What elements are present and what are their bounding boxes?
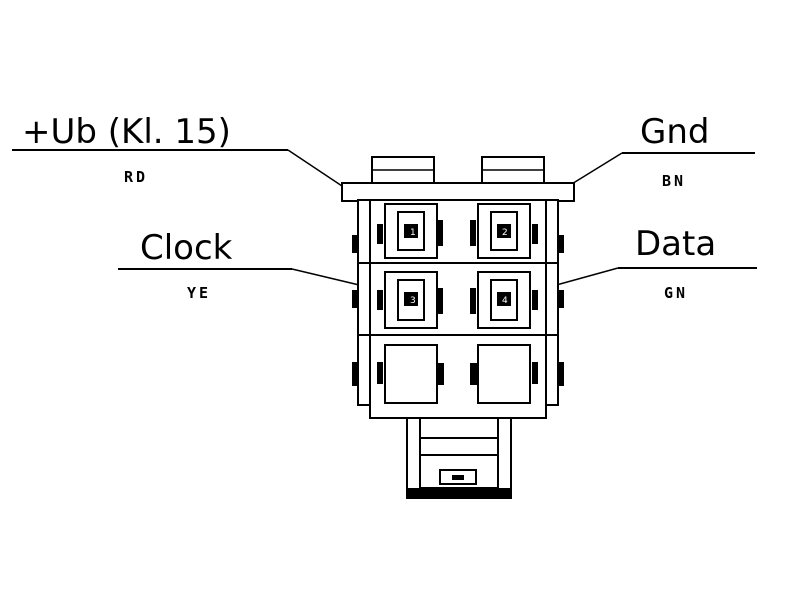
label-clock: Clock YE: [118, 228, 292, 302]
label-data: Data GN: [618, 224, 757, 302]
label-gnd-name: Gnd: [640, 112, 709, 152]
label-gnd-code: BN: [662, 172, 686, 190]
pin-cavity-2: 2: [470, 203, 538, 259]
pin-number-3: 3: [410, 296, 416, 306]
pin-cavity-5: [377, 344, 444, 404]
label-ub-name: +Ub (Kl. 15): [22, 112, 231, 152]
pin-cavity-3: 3: [377, 271, 443, 329]
label-ub: +Ub (Kl. 15) RD: [12, 112, 288, 186]
pin-cavity-6: [470, 344, 538, 404]
pin-number-2: 2: [502, 228, 508, 238]
label-gnd: Gnd BN: [622, 112, 755, 190]
label-data-code: GN: [664, 284, 688, 302]
pin-cavity-1: 1: [377, 203, 443, 259]
pin-number-4: 4: [502, 296, 508, 306]
label-ub-code: RD: [124, 168, 148, 186]
label-data-name: Data: [635, 224, 716, 264]
connector-flange: [341, 182, 575, 202]
pin-cavity-4: 4: [470, 271, 538, 329]
connector-housing: [341, 156, 575, 419]
label-clock-code: YE: [187, 284, 211, 302]
label-clock-name: Clock: [140, 228, 233, 268]
bottom-latch: [406, 417, 512, 499]
pin-number-1: 1: [410, 228, 416, 238]
